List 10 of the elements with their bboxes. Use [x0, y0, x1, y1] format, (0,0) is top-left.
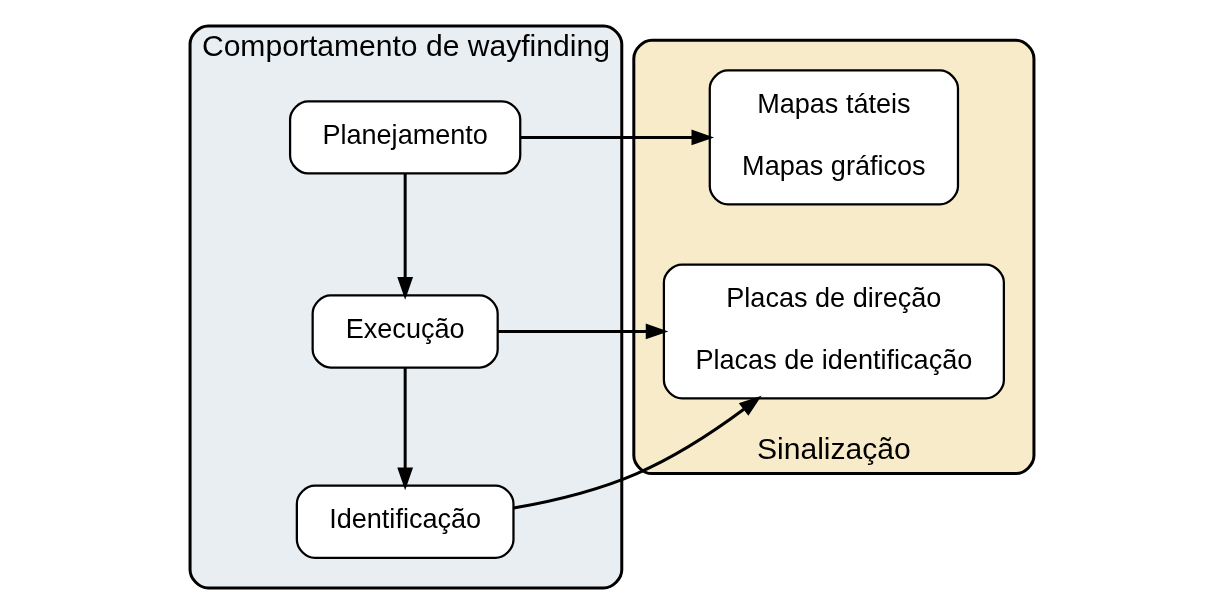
arrow	[519, 129, 714, 146]
arrow	[396, 367, 413, 491]
arrow	[512, 395, 762, 510]
node-box: Execução	[311, 294, 499, 369]
node-box: Planejamento	[288, 100, 521, 175]
arrow	[396, 173, 413, 300]
node-box: Mapas táteis Mapas gráficos	[708, 69, 959, 206]
node-box: Placas de direção Placas de identificação	[662, 263, 1005, 400]
arrow	[497, 323, 668, 340]
node-box: Identificação	[295, 484, 515, 559]
